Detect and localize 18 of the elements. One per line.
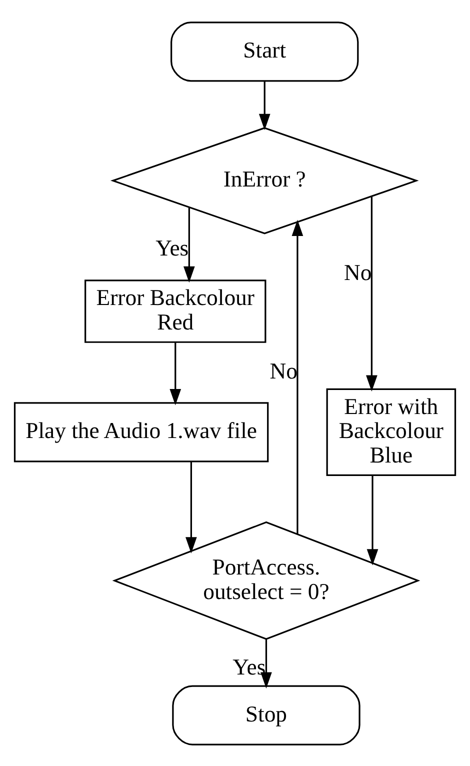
arrow bbox=[258, 80, 270, 130]
edge-label: Yes bbox=[232, 654, 266, 679]
edge-label: No bbox=[344, 260, 372, 285]
node-box: Start bbox=[170, 21, 359, 82]
arrow bbox=[366, 475, 378, 565]
node-box: Error with Backcolour Blue bbox=[326, 388, 456, 476]
arrow bbox=[170, 342, 182, 405]
arrow bbox=[260, 638, 272, 688]
arrow bbox=[292, 219, 304, 534]
node-diamond: PortAccess. outselect = 0? bbox=[112, 520, 420, 640]
arrow bbox=[366, 196, 378, 392]
node-diamond: InError ? bbox=[110, 126, 419, 234]
node-box: Stop bbox=[172, 684, 360, 745]
edge-label: Yes bbox=[156, 235, 189, 260]
node-box: Play the Audio 1.wav file bbox=[14, 402, 269, 462]
node-box: Error Backcolour Red bbox=[84, 279, 266, 342]
arrow bbox=[186, 461, 197, 553]
arrow bbox=[183, 207, 195, 282]
